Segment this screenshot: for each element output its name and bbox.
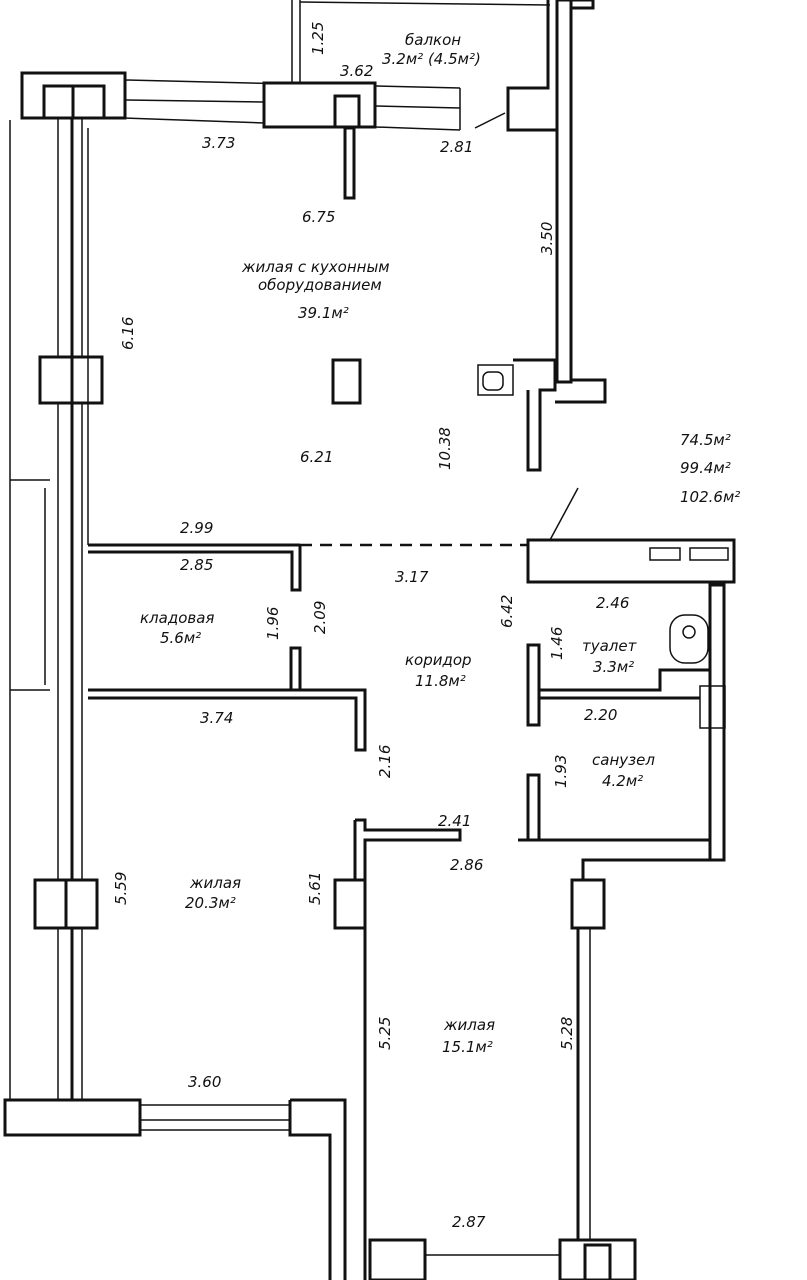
- dim-label: 1.96: [264, 607, 282, 640]
- dim-label: 10.38: [436, 427, 454, 470]
- total-area-3: 102.6м²: [680, 488, 740, 506]
- dim-label: 1.25: [309, 22, 327, 55]
- dim-label: 1.46: [548, 627, 566, 660]
- room-name-living-kitchen-2: оборудованием: [258, 276, 382, 294]
- room-name-corridor: коридор: [405, 651, 472, 669]
- dim-label: 5.28: [558, 1017, 576, 1050]
- dim-label: 2.09: [311, 601, 329, 634]
- room-area-storage: 5.6м²: [160, 629, 201, 647]
- total-area-1: 74.5м²: [680, 431, 731, 449]
- dim-label: 3.50: [538, 222, 556, 255]
- room-name-storage: кладовая: [140, 609, 214, 627]
- total-area-2: 99.4м²: [680, 459, 731, 477]
- room-area-toilet: 3.3м²: [593, 658, 634, 676]
- dim-label: 3.62: [340, 62, 373, 80]
- dimension-labels: 1.25 3.62 3.73 2.81 6.75 3.50 6.16 6.21 …: [112, 22, 629, 1231]
- room-area-bathroom: 4.2м²: [602, 772, 643, 790]
- dim-label: 2.20: [584, 706, 617, 724]
- dim-label: 2.87: [452, 1213, 486, 1231]
- room-name-living-kitchen-1: жилая с кухонным: [241, 258, 390, 276]
- room-name-bedroom1: жилая: [189, 874, 241, 892]
- room-area-balcony: 3.2м² (4.5м²): [382, 50, 481, 68]
- dim-label: 3.17: [395, 568, 429, 586]
- dim-label: 1.93: [552, 755, 570, 788]
- room-area-bedroom2: 15.1м²: [442, 1038, 493, 1056]
- room-labels: балкон 3.2м² (4.5м²) жилая с кухонным об…: [140, 31, 655, 1056]
- room-area-bedroom1: 20.3м²: [185, 894, 236, 912]
- dim-label: 6.16: [119, 317, 137, 350]
- dim-label: 6.21: [300, 448, 333, 466]
- room-area-living-kitchen: 39.1м²: [298, 304, 349, 322]
- room-name-balcony: балкон: [405, 31, 461, 49]
- room-name-bedroom2: жилая: [443, 1016, 495, 1034]
- dim-label: 3.74: [200, 709, 233, 727]
- walls: [3, 0, 736, 1280]
- dim-label: 2.41: [438, 812, 471, 830]
- room-name-bathroom: санузел: [592, 751, 655, 769]
- dim-label: 5.25: [376, 1017, 394, 1050]
- dim-label: 5.59: [112, 872, 130, 905]
- dim-label: 2.99: [180, 519, 213, 537]
- dim-label: 2.46: [596, 594, 629, 612]
- room-name-toilet: туалет: [582, 637, 638, 655]
- room-area-corridor: 11.8м²: [415, 672, 466, 690]
- dim-label: 2.16: [376, 745, 394, 778]
- dim-label: 3.60: [188, 1073, 221, 1091]
- dim-label: 3.73: [202, 134, 235, 152]
- total-areas: 74.5м² 99.4м² 102.6м²: [680, 431, 740, 506]
- dim-label: 5.61: [306, 872, 324, 905]
- dim-label: 2.85: [180, 556, 213, 574]
- dim-label: 2.81: [440, 138, 473, 156]
- dim-label: 6.42: [498, 595, 516, 628]
- dim-label: 6.75: [302, 208, 335, 226]
- dim-label: 2.86: [450, 856, 483, 874]
